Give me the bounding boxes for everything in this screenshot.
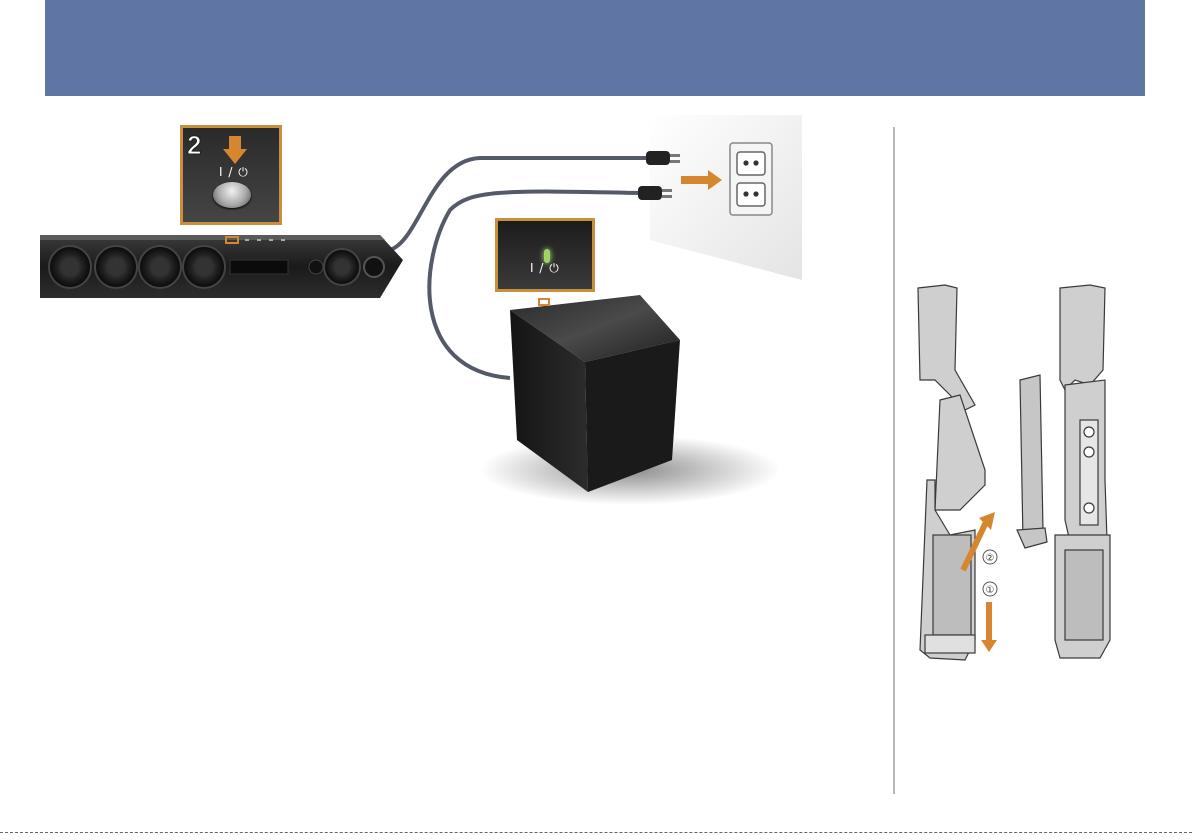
connection-illustration xyxy=(40,100,840,560)
subwoofer-power-callout: I / ⏻ xyxy=(495,218,595,292)
column-divider xyxy=(893,127,895,794)
soundbar-power-callout: 2 I / ⏻ xyxy=(180,125,282,225)
press-down-arrow-icon xyxy=(223,136,247,164)
power-button[interactable] xyxy=(213,182,251,208)
page-bottom-rule xyxy=(0,832,1192,833)
header-bar xyxy=(45,0,1145,96)
wall-outlet xyxy=(730,143,772,215)
remote-step-two: ② xyxy=(986,553,995,564)
soundbar xyxy=(40,235,403,298)
step-number: 2 xyxy=(187,132,201,158)
remote-left xyxy=(918,285,985,660)
power-label: I / ⏻ xyxy=(530,261,560,276)
slide-down-arrow xyxy=(986,602,992,642)
power-label: I / ⏻ xyxy=(219,165,249,180)
remote-right xyxy=(1055,285,1110,658)
remote-step-one: ① xyxy=(986,585,995,596)
battery-cover xyxy=(1017,375,1047,548)
remote-battery-illustration: ② ① xyxy=(915,280,1135,670)
wall xyxy=(650,115,802,280)
